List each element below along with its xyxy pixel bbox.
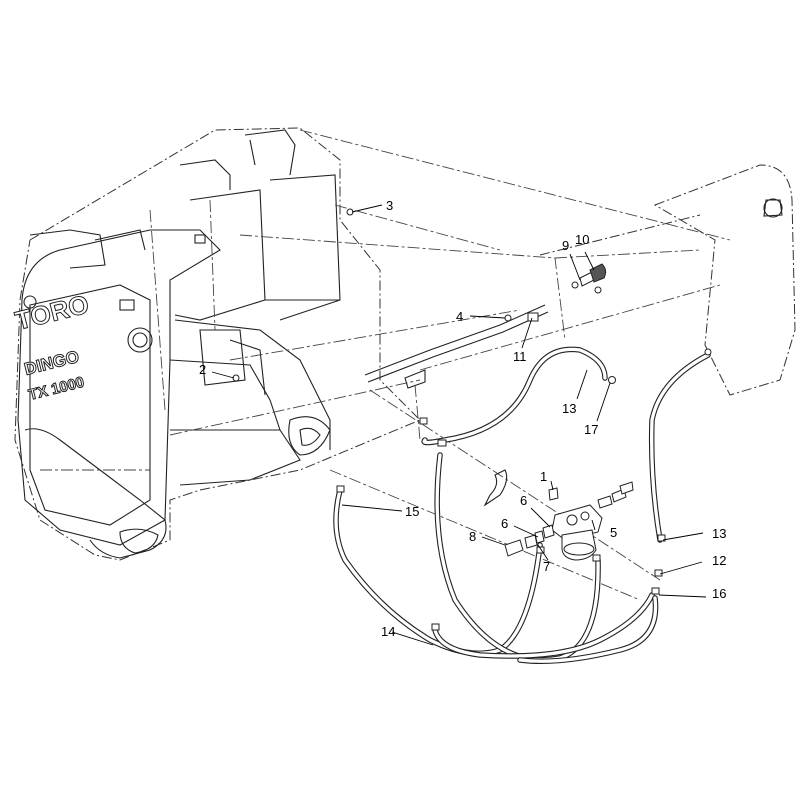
callout-9: 9 bbox=[562, 238, 569, 253]
callout-8: 8 bbox=[469, 529, 476, 544]
callout-10: 10 bbox=[575, 232, 589, 247]
clamp-17 bbox=[608, 376, 616, 384]
callout-16: 16 bbox=[712, 586, 726, 601]
callout-1: 1 bbox=[540, 469, 547, 484]
machine-frame bbox=[14, 127, 421, 561]
brand-text-toro: TORO bbox=[12, 289, 92, 336]
brand-text-model: DINGO bbox=[22, 347, 81, 379]
fuel-hose-13-right bbox=[648, 352, 711, 543]
hoses bbox=[333, 346, 711, 664]
washer-6a bbox=[534, 530, 545, 544]
fitting-8 bbox=[504, 539, 524, 557]
callout-5: 5 bbox=[610, 525, 617, 540]
callout-13a: 13 bbox=[562, 401, 576, 416]
callout-15: 15 bbox=[405, 504, 419, 519]
reference-lines bbox=[169, 129, 731, 601]
callout-2: 2 bbox=[199, 362, 206, 377]
fuel-hose-16 bbox=[432, 592, 655, 659]
fuel-tank-outline bbox=[539, 164, 796, 396]
tee-fitting-11 bbox=[527, 312, 539, 322]
callout-11: 11 bbox=[513, 349, 527, 364]
clamp-4 bbox=[504, 314, 512, 322]
callout-12: 12 bbox=[712, 553, 726, 568]
leader-lines bbox=[211, 204, 707, 646]
callouts: 1 2 3 4 5 6 6 7 8 9 10 11 12 13 13 14 15… bbox=[199, 198, 726, 639]
callout-4: 4 bbox=[456, 309, 463, 324]
hose-clamps bbox=[232, 208, 712, 631]
fuel-filter-assembly bbox=[483, 469, 634, 561]
washer-6b bbox=[542, 524, 555, 539]
brand-text-series: TX 1000 bbox=[27, 374, 86, 404]
callout-3: 3 bbox=[386, 198, 393, 213]
brand-decal: TORO DINGO TX 1000 bbox=[12, 288, 93, 404]
fuel-cap-10 bbox=[589, 263, 607, 283]
callout-14: 14 bbox=[381, 624, 395, 639]
callout-7: 7 bbox=[543, 559, 550, 574]
fitting-1 bbox=[548, 487, 559, 501]
callout-13b: 13 bbox=[712, 526, 726, 541]
fitting-7 bbox=[524, 534, 538, 549]
callout-6b: 6 bbox=[501, 516, 508, 531]
upper-fuel-line bbox=[364, 263, 607, 389]
callout-6a: 6 bbox=[520, 493, 527, 508]
callout-17: 17 bbox=[584, 422, 598, 437]
